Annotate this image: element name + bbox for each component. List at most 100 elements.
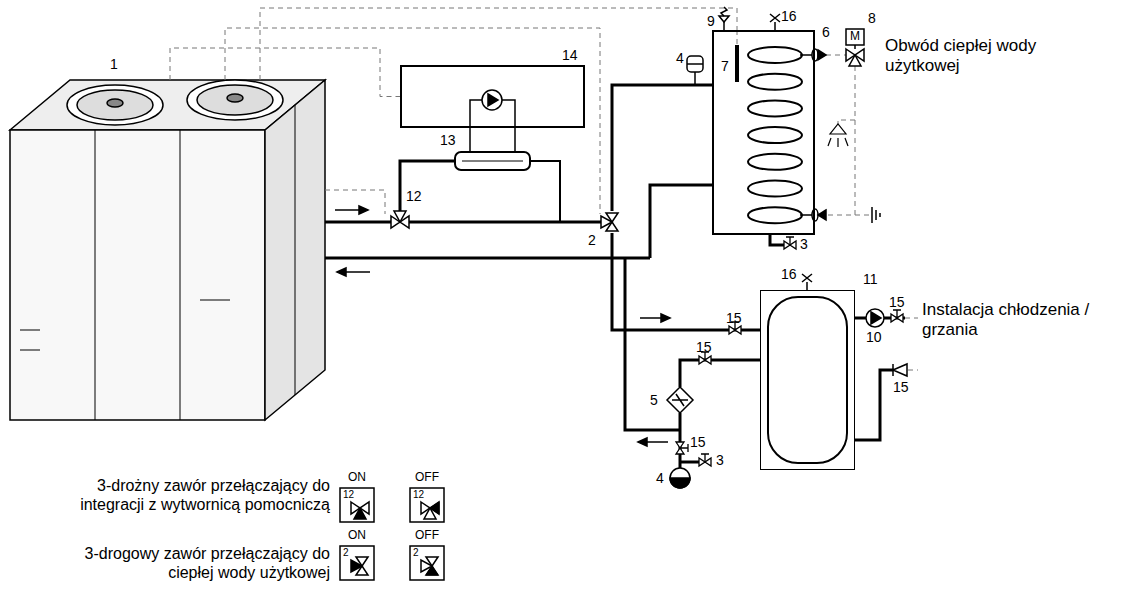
shut-off-valve [676,237,903,466]
motor-letter: M [850,30,860,44]
check-valve [893,364,907,376]
circuit-caption: Instalacja chłodzenia / grzania [922,300,1137,339]
callout-number: 14 [562,47,578,63]
filter-symbol [667,387,693,413]
legend-text: 3-drogowy zawór przełączający do ciepłej… [70,544,330,582]
coil-winding [748,47,802,63]
pipe [680,461,699,464]
three-way-valve [854,45,856,49]
auxiliary-generator-box: 14 [400,65,585,128]
three-way-valve [394,211,406,222]
pipe [325,257,650,260]
callout-number: 12 [406,188,422,204]
heat-pump-unit-drawing [227,94,243,102]
control-wire [826,55,846,56]
check-valve [893,364,907,376]
legend-valve-icon [426,566,438,575]
control-wire [855,215,872,216]
heat-pump-unit-drawing [20,130,230,420]
callout-number: 6 [822,24,830,40]
icon-number: 2 [343,547,349,559]
coil-winding [748,127,802,143]
control-wire [826,66,855,215]
legend-valve-icon [340,488,374,522]
heat-exchanger [455,152,530,170]
expansion-vessel [670,468,690,488]
callout-number: 15 [696,339,712,355]
control-wire [838,120,855,124]
icon-number: 2 [413,547,419,559]
legend-valve-icon [430,502,439,514]
legend-text: 3-drożny zawór przełączający do integrac… [70,476,330,514]
callout-number: 16 [781,266,797,282]
tank-fittings [802,274,812,290]
coil-winding [748,181,802,197]
callout-number: 2 [588,232,596,248]
filter-symbol [672,394,688,406]
coil-winding [748,74,802,90]
shut-off-valve [784,237,796,249]
callout-number: 15 [690,434,706,450]
control-wire [225,28,918,370]
callout-number: 3 [716,452,724,468]
heat-pump-unit-drawing [10,130,265,420]
pipe [855,370,893,440]
legend-valve-icon [410,546,444,580]
pump-symbol [871,312,881,324]
expansion-vessel [687,56,703,72]
state-label: OFF [415,529,439,543]
expansion-vessel [670,56,703,488]
circuit-caption: Obwód ciepłej wody użytkowej [885,36,1085,75]
callout-number: 1 [110,56,118,72]
shower-symbol [830,124,846,134]
control-wire [737,30,738,45]
icon-number: 12 [413,489,424,501]
legend-valve-icon [354,508,366,519]
callout-number: 7 [721,58,729,74]
flow-arrow [335,209,360,211]
pipe-thin [470,55,815,222]
heat-pump-unit-drawing [67,85,163,125]
callout-number: 15 [893,379,909,395]
heat-exchanger [462,161,523,162]
coil-winding [748,207,802,223]
three-way-valve [846,29,864,45]
coil-winding [748,154,802,170]
callout-number: 3 [800,236,808,252]
flow-arrow [359,206,368,214]
tank-fittings [768,297,847,463]
pump-symbol [482,90,502,110]
callout-number: 9 [707,13,715,29]
tank-fittings [719,7,847,463]
flow-arrow [345,271,370,273]
pump-symbol [488,94,498,106]
coil-winding [748,47,802,223]
heat-pump-unit-drawing [265,80,325,420]
legend-valve-icon [340,488,444,580]
expansion-vessel [687,63,703,65]
shut-off-valve [676,442,688,454]
pipe [409,221,603,224]
callout-number: 15 [889,294,905,310]
tank-fittings [735,45,739,82]
tank-fittings [818,210,826,220]
shower-symbol [828,138,848,147]
coil-winding [748,100,802,116]
ground-symbol [872,207,880,223]
three-way-valve [849,55,861,66]
heat-pump-unit-drawing [107,99,123,107]
callout-number: 13 [440,132,456,148]
pipe [612,233,760,330]
callout-number: 4 [656,470,664,486]
flow-arrow [640,317,662,319]
legend-valve-icon [351,560,362,572]
pipe [325,85,905,468]
filter-symbol [667,387,693,413]
callout-number: 10 [866,329,882,345]
three-way-valve [601,216,612,228]
state-label: ON [348,529,366,543]
control-line [260,8,737,80]
flow-arrow [661,314,670,322]
pipe-thin [530,161,560,222]
